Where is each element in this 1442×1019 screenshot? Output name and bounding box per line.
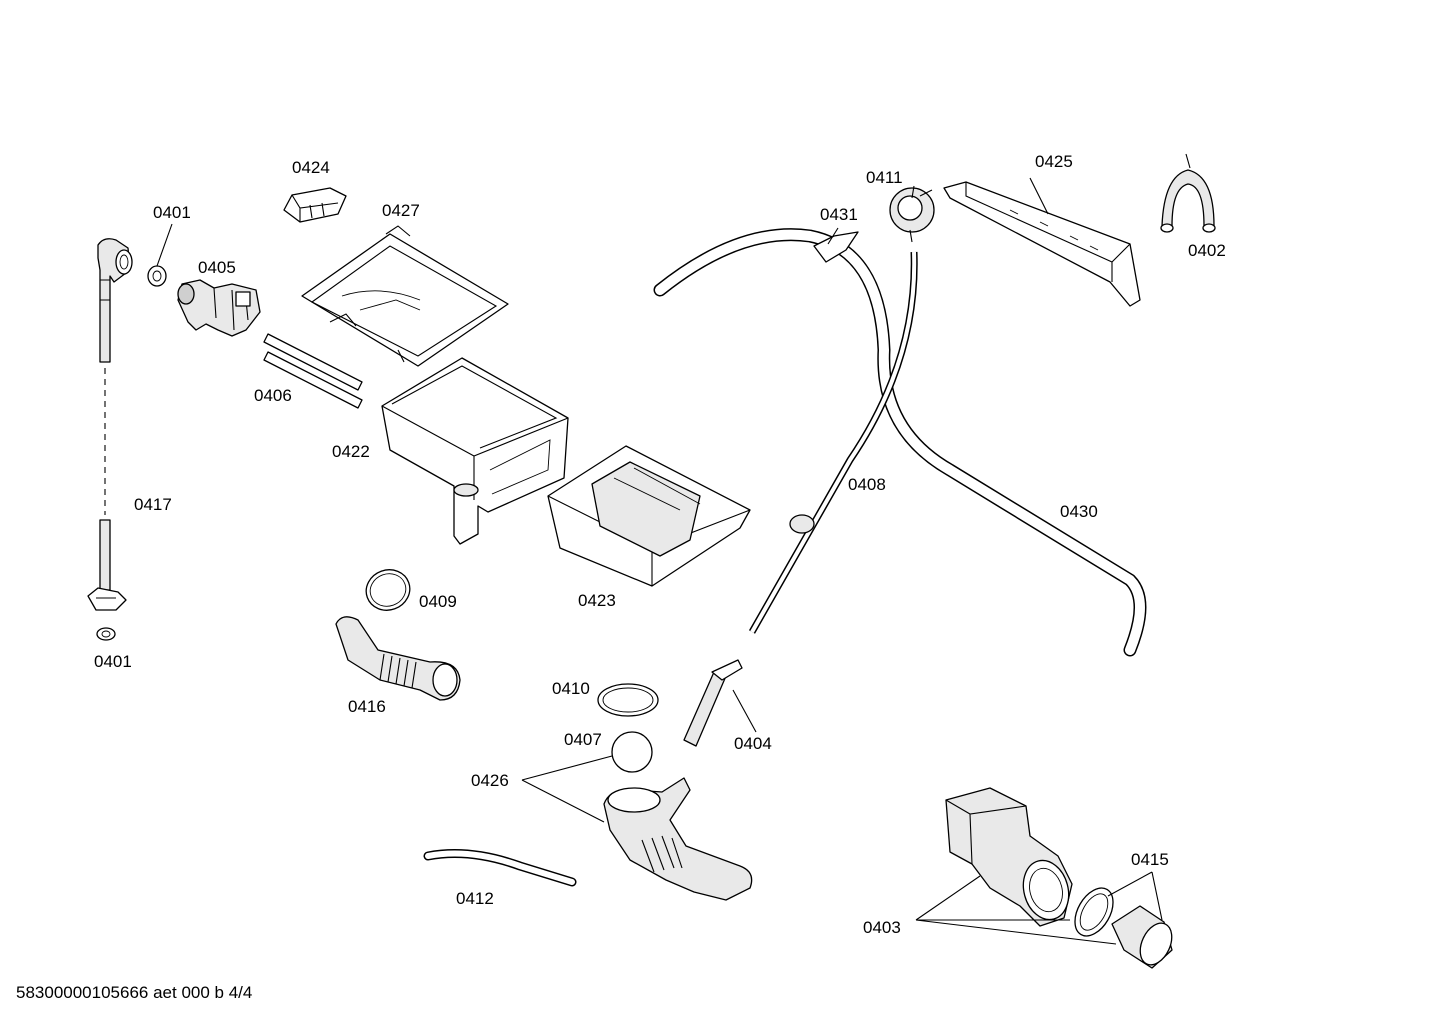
part-0411-pressure-switch [889, 187, 935, 243]
label-0431: 0431 [820, 205, 858, 224]
label-0416: 0416 [348, 697, 386, 716]
label-0422: 0422 [332, 442, 370, 461]
label-0417: 0417 [134, 495, 172, 514]
label-0401-upper: 0401 [153, 203, 191, 222]
label-0410: 0410 [552, 679, 590, 698]
label-0411: 0411 [866, 168, 903, 187]
part-0401-inlet-elbow [97, 238, 133, 363]
label-0403: 0403 [863, 918, 901, 937]
part-0406-rods [263, 333, 363, 409]
label-0423: 0423 [578, 591, 616, 610]
part-0407-ball [611, 731, 653, 773]
part-0423-drawer [547, 445, 751, 587]
label-0408: 0408 [848, 475, 886, 494]
part-0402-u-hook [1160, 153, 1216, 233]
label-0401-lower: 0401 [94, 652, 132, 671]
part-0412-small-hose [423, 849, 577, 887]
leader-lines [156, 177, 1163, 945]
part-0409-seal [365, 569, 411, 611]
label-0409: 0409 [419, 592, 457, 611]
label-0407: 0407 [564, 730, 602, 749]
part-0415-filter [1074, 887, 1173, 969]
label-0402: 0402 [1188, 241, 1226, 260]
part-0401-washer-upper [147, 265, 167, 287]
part-0425-bracket [943, 181, 1141, 307]
label-0412: 0412 [456, 889, 494, 908]
part-0408-pipe [748, 251, 918, 634]
part-0416-bellows-hose [335, 616, 461, 701]
part-0422-drawer-housing [381, 357, 569, 545]
part-0401-washer-lower [96, 627, 116, 641]
part-0424-clip [283, 187, 347, 223]
label-0405: 0405 [198, 258, 236, 277]
part-0403-drain-pump [945, 787, 1073, 927]
label-0426: 0426 [471, 771, 509, 790]
part-0417-hose-end [87, 519, 127, 611]
label-0406: 0406 [254, 386, 292, 405]
label-0425: 0425 [1035, 152, 1073, 171]
part-0405-valve [177, 279, 261, 337]
part-0426-sump [603, 777, 753, 901]
part-labels: 0424 0401 0427 0405 0406 0422 0417 0401 … [94, 152, 1226, 937]
label-0430: 0430 [1060, 502, 1098, 521]
label-0404: 0404 [734, 734, 772, 753]
label-0424: 0424 [292, 158, 330, 177]
part-0410-seal [597, 683, 659, 717]
part-0404-heater [683, 659, 743, 747]
label-0415: 0415 [1131, 850, 1169, 869]
part-0431-hose [653, 228, 1147, 657]
document-footer-id: 58300000105666 aet 000 b 4/4 [16, 983, 252, 1002]
part-0427-cover [301, 225, 509, 367]
label-0427: 0427 [382, 201, 420, 220]
